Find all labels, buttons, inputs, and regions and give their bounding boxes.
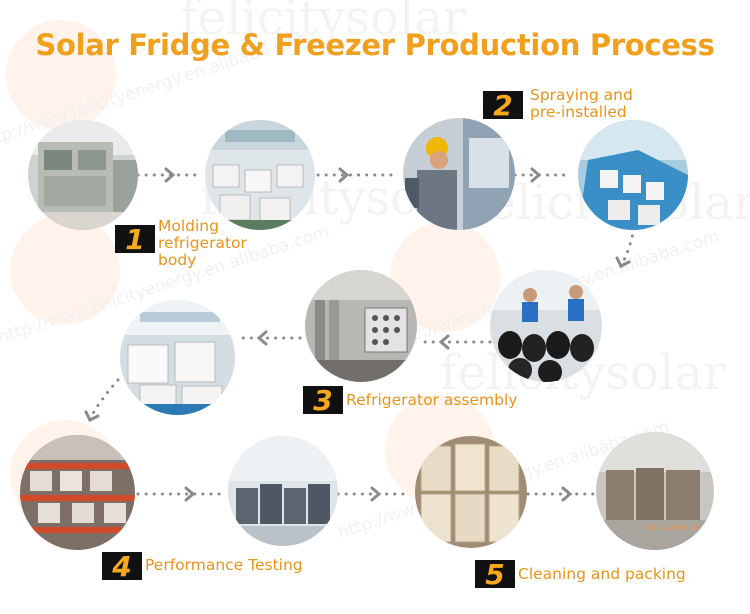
step-3-label: Refrigerator assembly xyxy=(346,391,518,409)
photo-timestamp: 2015/12/28 14:4 xyxy=(644,524,708,532)
arrowhead-icon xyxy=(84,410,100,423)
photo-spraying-line xyxy=(578,120,688,230)
arrowhead-icon xyxy=(256,330,268,346)
watermark-logo-icon xyxy=(6,20,116,130)
photo-molding-machine xyxy=(28,120,138,230)
photo-assembly-panel xyxy=(305,270,417,382)
photo-packed-boxes xyxy=(415,436,527,548)
arrowhead-icon xyxy=(615,256,631,269)
arrowhead-icon xyxy=(530,167,542,183)
step-4-label: Performance Testing xyxy=(145,556,303,574)
step-number: 3 xyxy=(313,384,333,417)
photo-worker-control-panel xyxy=(403,118,515,230)
photo-assembled-fridges xyxy=(120,300,235,415)
watermark-logo-icon xyxy=(10,215,120,325)
step-number: 4 xyxy=(112,550,132,583)
step-number: 5 xyxy=(485,558,505,591)
photo-performance-testing xyxy=(228,436,338,546)
arrowhead-icon xyxy=(164,167,176,183)
step-number: 1 xyxy=(125,223,145,256)
step-3-badge: 3 xyxy=(303,384,343,417)
step-5-badge: 5 xyxy=(475,558,515,591)
step-2-badge: 2 xyxy=(483,89,523,122)
arrowhead-icon xyxy=(370,486,382,502)
arrowhead-icon xyxy=(561,486,573,502)
step-number: 2 xyxy=(493,89,513,122)
arrowhead-icon xyxy=(338,167,350,183)
step-2-label: Spraying and pre-installed xyxy=(530,86,633,121)
arrow-7-8 xyxy=(86,378,120,424)
photo-warehouse: 2015/12/28 14:4 xyxy=(596,432,714,550)
arrowhead-icon xyxy=(438,334,450,350)
photo-compressor-line xyxy=(490,270,602,382)
step-1-badge: 1 xyxy=(115,223,155,256)
step-4-badge: 4 xyxy=(102,550,142,583)
step-1-label: Molding refrigerator body xyxy=(158,217,247,269)
arrowhead-icon xyxy=(184,486,196,502)
photo-foaming-line xyxy=(205,120,315,230)
step-5-label: Cleaning and packing xyxy=(518,565,686,583)
photo-testing-racks xyxy=(20,435,135,550)
page-title: Solar Fridge & Freezer Production Proces… xyxy=(35,28,715,62)
watermark-brand: felicitysolar xyxy=(180,0,466,46)
